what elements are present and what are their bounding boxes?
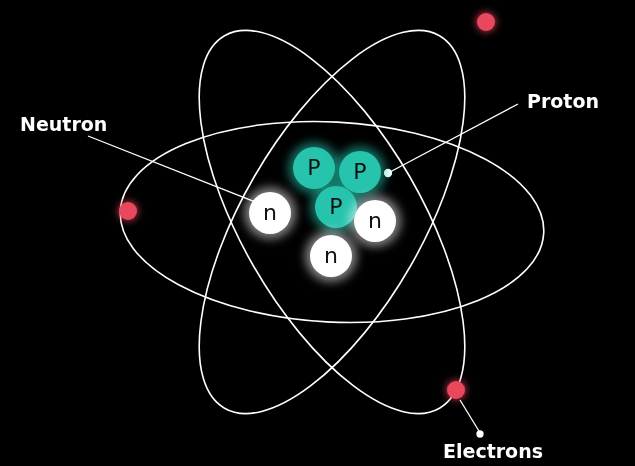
particle-symbol: n <box>324 245 338 267</box>
particle-symbol: n <box>368 210 382 232</box>
leader-line <box>88 136 258 203</box>
particle-symbol: P <box>353 161 366 183</box>
part-label: Proton <box>527 90 599 112</box>
orbit <box>147 0 518 453</box>
particle-symbol: P <box>329 196 342 218</box>
proton-particle: P <box>339 151 381 193</box>
neutron-particle: n <box>249 192 291 234</box>
leader-dot <box>477 431 483 437</box>
proton-particle: P <box>315 186 357 228</box>
leader-line <box>460 400 482 436</box>
orbit <box>115 111 549 333</box>
particle-symbol: n <box>263 202 277 224</box>
orbit <box>147 0 518 453</box>
particle-symbol: P <box>307 157 320 179</box>
electron <box>119 202 137 220</box>
part-label: Neutron <box>20 113 107 135</box>
part-label: Electrons <box>443 440 543 462</box>
electron <box>477 13 495 31</box>
leader-dot <box>385 170 392 177</box>
electron <box>447 381 465 399</box>
neutron-particle: n <box>354 200 396 242</box>
neutron-particle: n <box>310 235 352 277</box>
leader-line <box>390 104 518 172</box>
proton-particle: P <box>293 147 335 189</box>
